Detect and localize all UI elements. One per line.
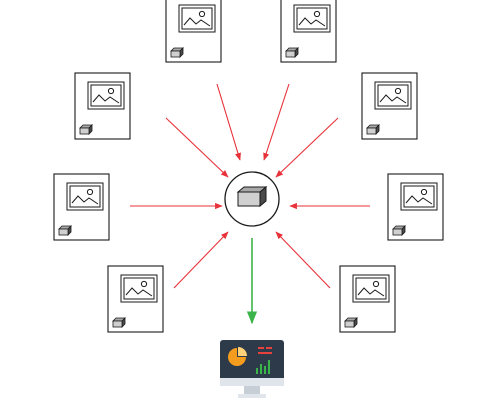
inbound-arrow (165, 117, 229, 178)
inbound-arrows (130, 83, 370, 289)
inbound-arrow (216, 83, 241, 161)
bar-chart-icon (256, 360, 270, 374)
inbound-arrow (263, 83, 290, 161)
image-icon (66, 182, 104, 211)
module-block-icon (236, 185, 268, 208)
image-icon (400, 182, 438, 211)
module-block-icon (285, 47, 299, 58)
module-block-icon (58, 225, 72, 236)
module-block-icon (79, 124, 93, 135)
image-icon (87, 81, 125, 110)
image-icon (178, 4, 216, 33)
image-icon (374, 81, 412, 110)
source-card (107, 265, 164, 333)
pie-chart-icon (228, 348, 246, 366)
inbound-arrow (275, 231, 331, 289)
source-card (339, 265, 396, 333)
image-icon (293, 4, 331, 33)
source-card (387, 173, 444, 241)
inbound-arrow (275, 117, 339, 178)
source-card (280, 0, 337, 63)
dashboard-monitor-icon (220, 340, 284, 398)
module-block-icon (366, 124, 380, 135)
image-icon (352, 274, 390, 303)
module-block-icon (112, 317, 126, 328)
inbound-arrow (173, 231, 229, 289)
source-card (165, 0, 222, 63)
source-card (361, 72, 418, 140)
source-card (74, 72, 131, 140)
source-cards (53, 0, 444, 333)
module-block-icon (392, 225, 406, 236)
module-block-icon (170, 47, 184, 58)
source-card (53, 173, 110, 241)
hub-node (224, 171, 280, 227)
image-icon (120, 274, 158, 303)
module-block-icon (344, 317, 358, 328)
